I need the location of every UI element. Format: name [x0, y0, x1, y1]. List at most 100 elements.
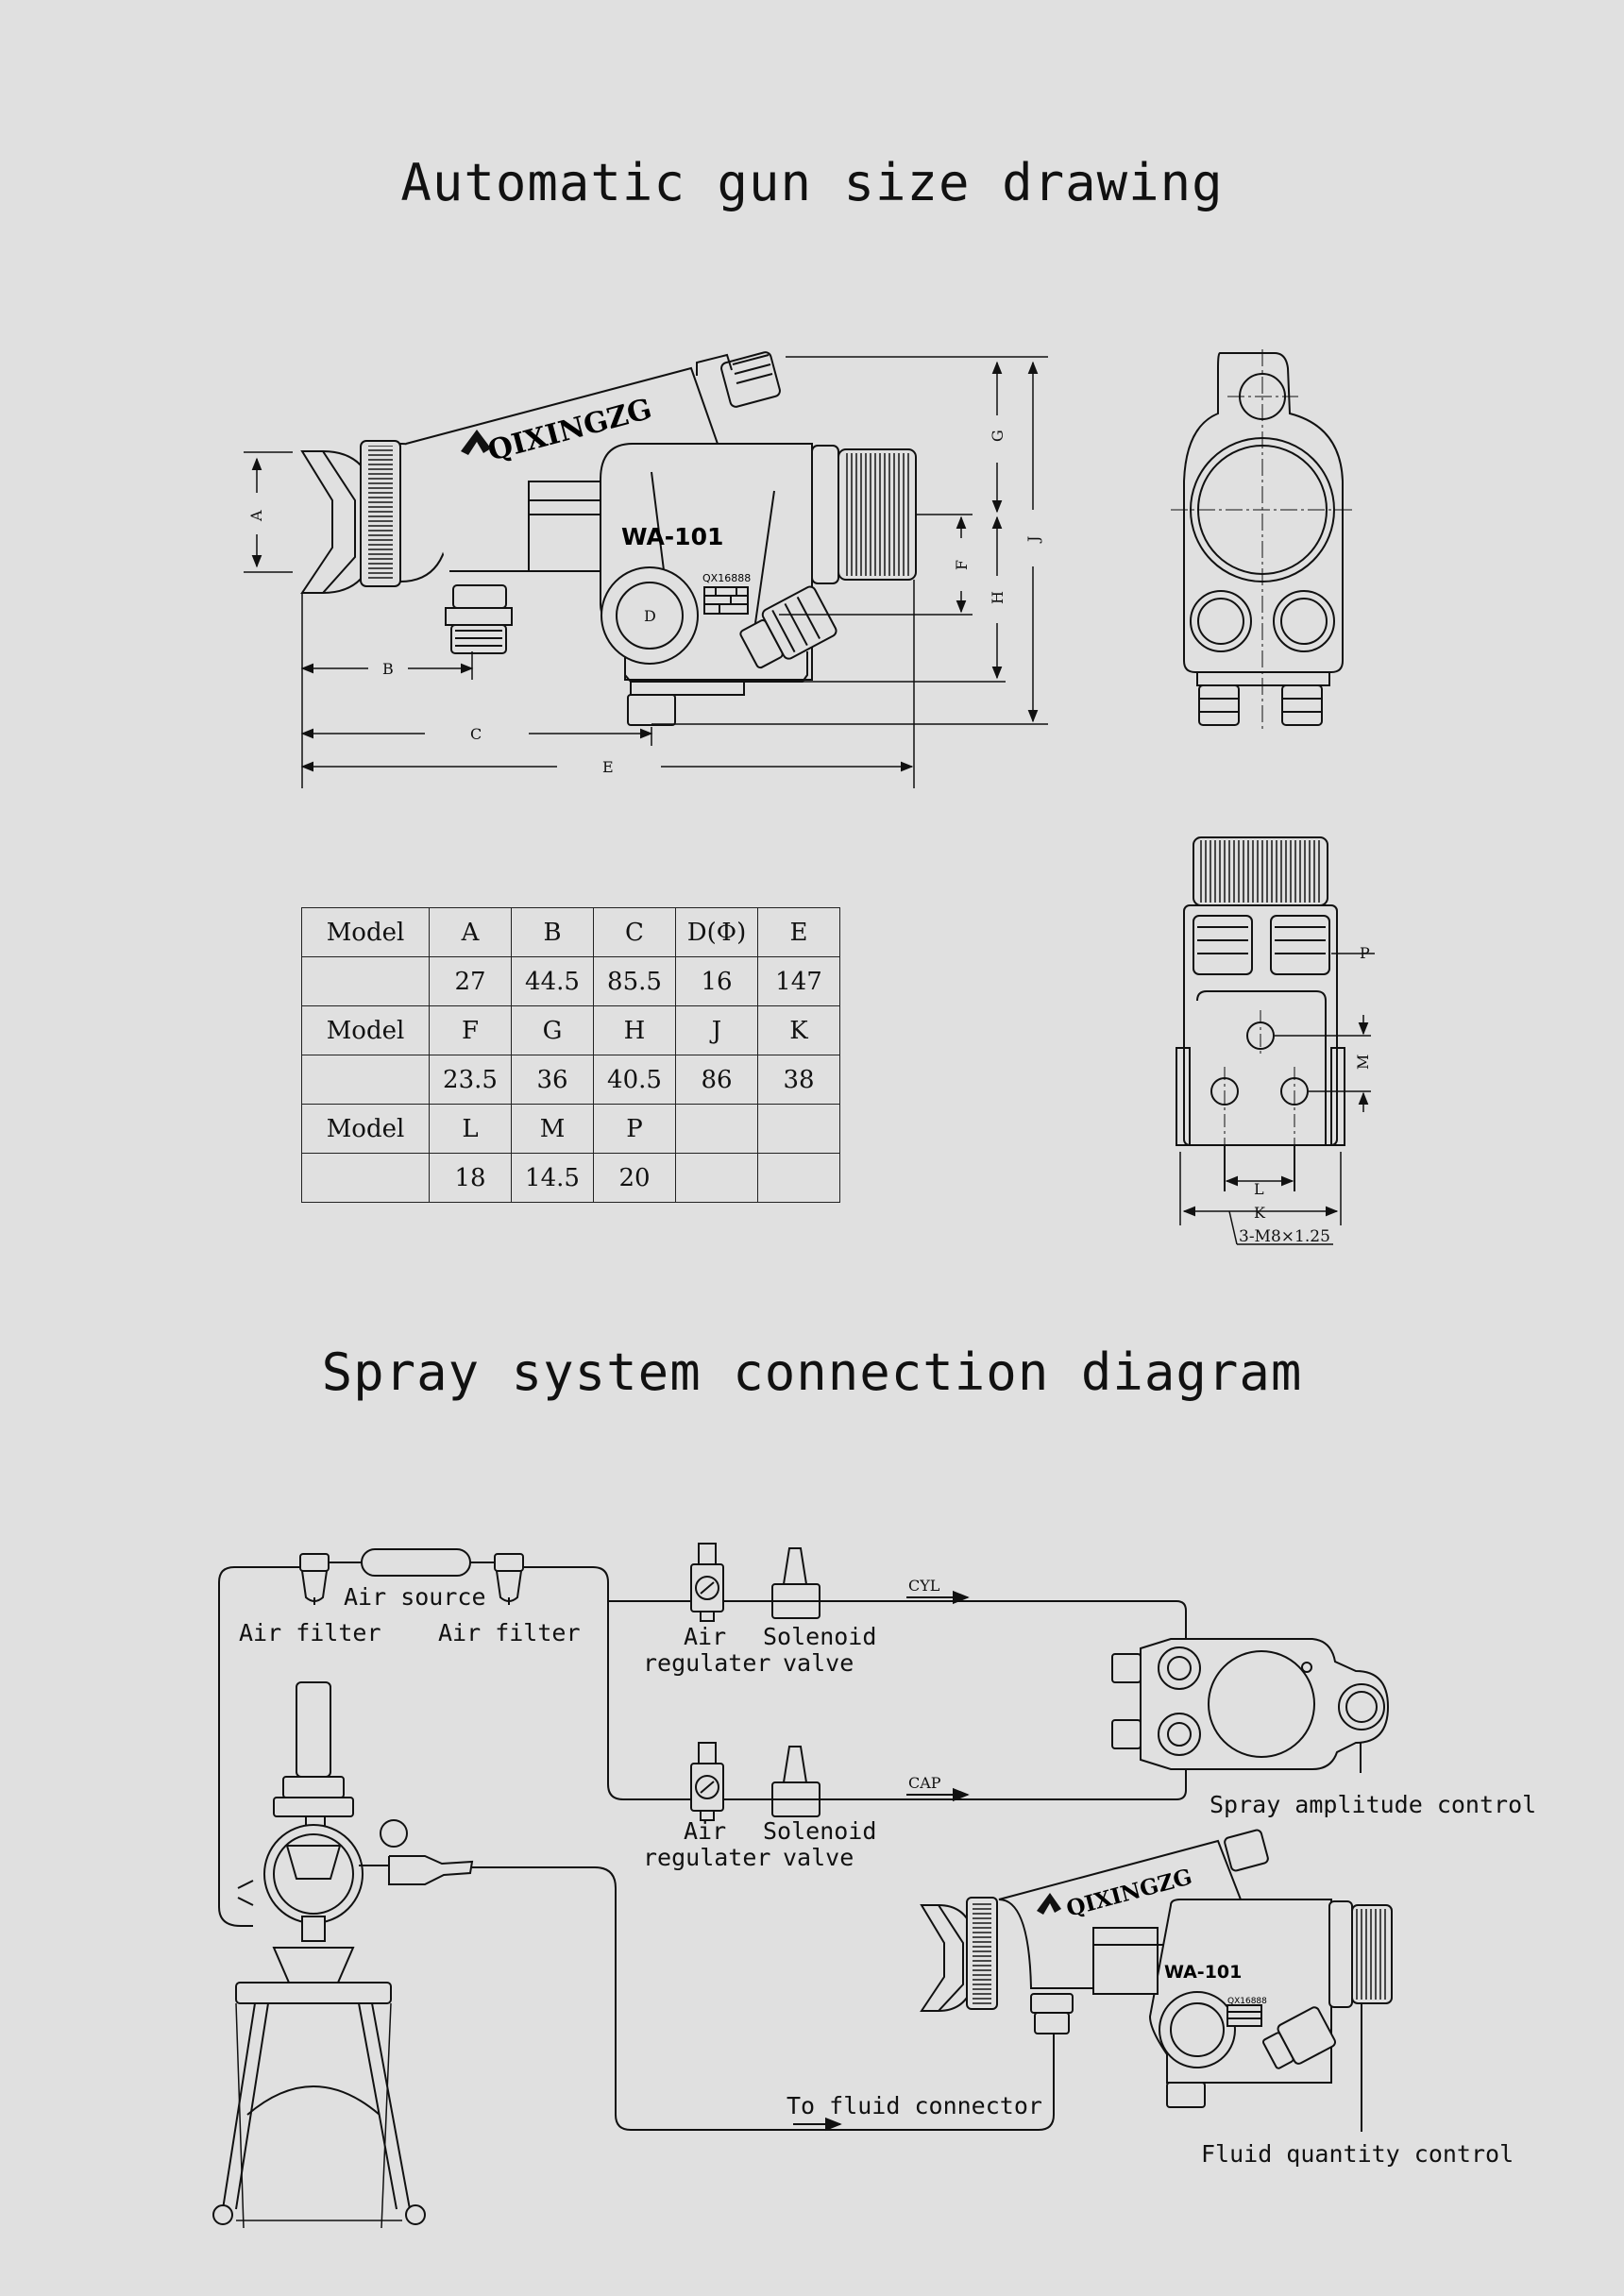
table-cell: Model: [301, 1005, 430, 1055]
table-cell: E: [757, 907, 840, 957]
air-source-assembly: [299, 1548, 524, 1605]
dim-k: K: [1254, 1204, 1266, 1222]
connection-gun-code: QX16888: [1227, 1997, 1267, 2006]
table-cell: P: [593, 1104, 676, 1154]
connection-labels: Air source Air filter Air filter Air reg…: [239, 1583, 1536, 2168]
gun-code-label: QX16888: [702, 572, 751, 584]
gun-side-view: [300, 351, 917, 726]
fluid-quantity-label: Fluid quantity control: [1201, 2140, 1514, 2168]
cap-label: CAP: [908, 1774, 941, 1792]
table-cell: [675, 1153, 758, 1203]
table-cell: 86: [675, 1055, 758, 1105]
table-cell: [757, 1153, 840, 1203]
table-cell: D(Φ): [675, 907, 758, 957]
dimension-letters: A B C D E F G H J: [247, 430, 1042, 776]
table-cell: H: [593, 1005, 676, 1055]
air-regulator-1-label-line2: regulater: [643, 1649, 770, 1677]
table-cell: Model: [301, 1104, 430, 1154]
table-cell: 40.5: [593, 1055, 676, 1105]
rear-view-dimensions: [1179, 953, 1375, 1245]
dim-e: E: [602, 758, 614, 776]
air-filter-right-label: Air filter: [438, 1619, 581, 1646]
table-cell: K: [757, 1005, 840, 1055]
table-cell: F: [429, 1005, 512, 1055]
dimension-lines: [244, 356, 1048, 788]
line-tags: CYL CAP: [908, 1577, 941, 1792]
table-cell: Model: [301, 907, 430, 957]
air-filter-left-label: Air filter: [239, 1619, 381, 1646]
table-cell: 18: [429, 1153, 512, 1203]
gun-front-view: [1171, 349, 1356, 732]
dim-j: J: [1024, 536, 1042, 544]
solenoid-1-label-line1: Solenoid: [763, 1623, 876, 1650]
table-cell: G: [511, 1005, 594, 1055]
dim-c: C: [470, 725, 482, 743]
solenoid-1-label-line2: valve: [783, 1649, 854, 1677]
table-cell: 16: [675, 956, 758, 1006]
table-cell: L: [429, 1104, 512, 1154]
dim-l: L: [1254, 1180, 1264, 1198]
air-regulator-2-label-line2: regulater: [643, 1844, 770, 1871]
table-cell: C: [593, 907, 676, 957]
dim-g: G: [989, 430, 1007, 442]
cyl-label: CYL: [908, 1577, 940, 1595]
table-cell: [757, 1104, 840, 1154]
solenoid-2-label-line1: Solenoid: [763, 1817, 876, 1845]
solenoid-valve-2: [771, 1746, 820, 1817]
brand-logo-icon: [461, 430, 491, 455]
table-cell: 44.5: [511, 956, 594, 1006]
gun-rear-view: [1176, 836, 1345, 1191]
table-cell: A: [429, 907, 512, 957]
table-cell: [301, 1055, 430, 1105]
size-drawing-title: Automatic gun size drawing: [400, 153, 1224, 212]
air-regulator-2-label-line1: Air: [684, 1817, 726, 1845]
table-cell: 147: [757, 956, 840, 1006]
table-cell: [675, 1104, 758, 1154]
gun-model-label: WA-101: [621, 523, 723, 550]
solenoid-2-label-line2: valve: [783, 1844, 854, 1871]
air-regulator-2: [690, 1742, 724, 1821]
connection-diagram-title: Spray system connection diagram: [321, 1342, 1303, 1402]
connection-brand-logo-icon: [1037, 1893, 1061, 1915]
dim-h: H: [989, 591, 1007, 604]
table-cell: 38: [757, 1055, 840, 1105]
table-cell: 27: [429, 956, 512, 1006]
table-cell: 20: [593, 1153, 676, 1203]
pressure-tank: [212, 1681, 474, 2229]
rear-view-letters: P M L K 3-M8×1.25: [1239, 944, 1372, 1246]
table-cell: 85.5: [593, 956, 676, 1006]
air-regulator-1-label-line1: Air: [684, 1623, 726, 1650]
air-regulator-1: [690, 1543, 724, 1622]
table-cell: M: [511, 1104, 594, 1154]
gun-connection-side-view: [920, 1829, 1393, 2108]
dim-d: D: [644, 607, 656, 625]
dim-a: A: [247, 510, 265, 522]
dim-f: F: [953, 560, 971, 570]
table-cell: [301, 1153, 430, 1203]
dim-thread: 3-M8×1.25: [1239, 1227, 1330, 1246]
gun-rear-connection: [1111, 1638, 1390, 1770]
table-cell: 23.5: [429, 1055, 512, 1105]
dim-b: B: [382, 660, 394, 678]
table-cell: [301, 956, 430, 1006]
table-cell: 14.5: [511, 1153, 594, 1203]
table-cell: 36: [511, 1055, 594, 1105]
fluid-connector-label: To fluid connector: [787, 2092, 1042, 2119]
solenoid-valve-1: [771, 1547, 820, 1619]
dim-m: M: [1354, 1055, 1372, 1070]
dim-p: P: [1360, 944, 1370, 962]
connection-gun-model: WA-101: [1164, 1962, 1242, 1983]
table-cell: J: [675, 1005, 758, 1055]
table-cell: B: [511, 907, 594, 957]
air-source-label: Air source: [344, 1583, 486, 1611]
spray-amplitude-label: Spray amplitude control: [1210, 1791, 1536, 1818]
